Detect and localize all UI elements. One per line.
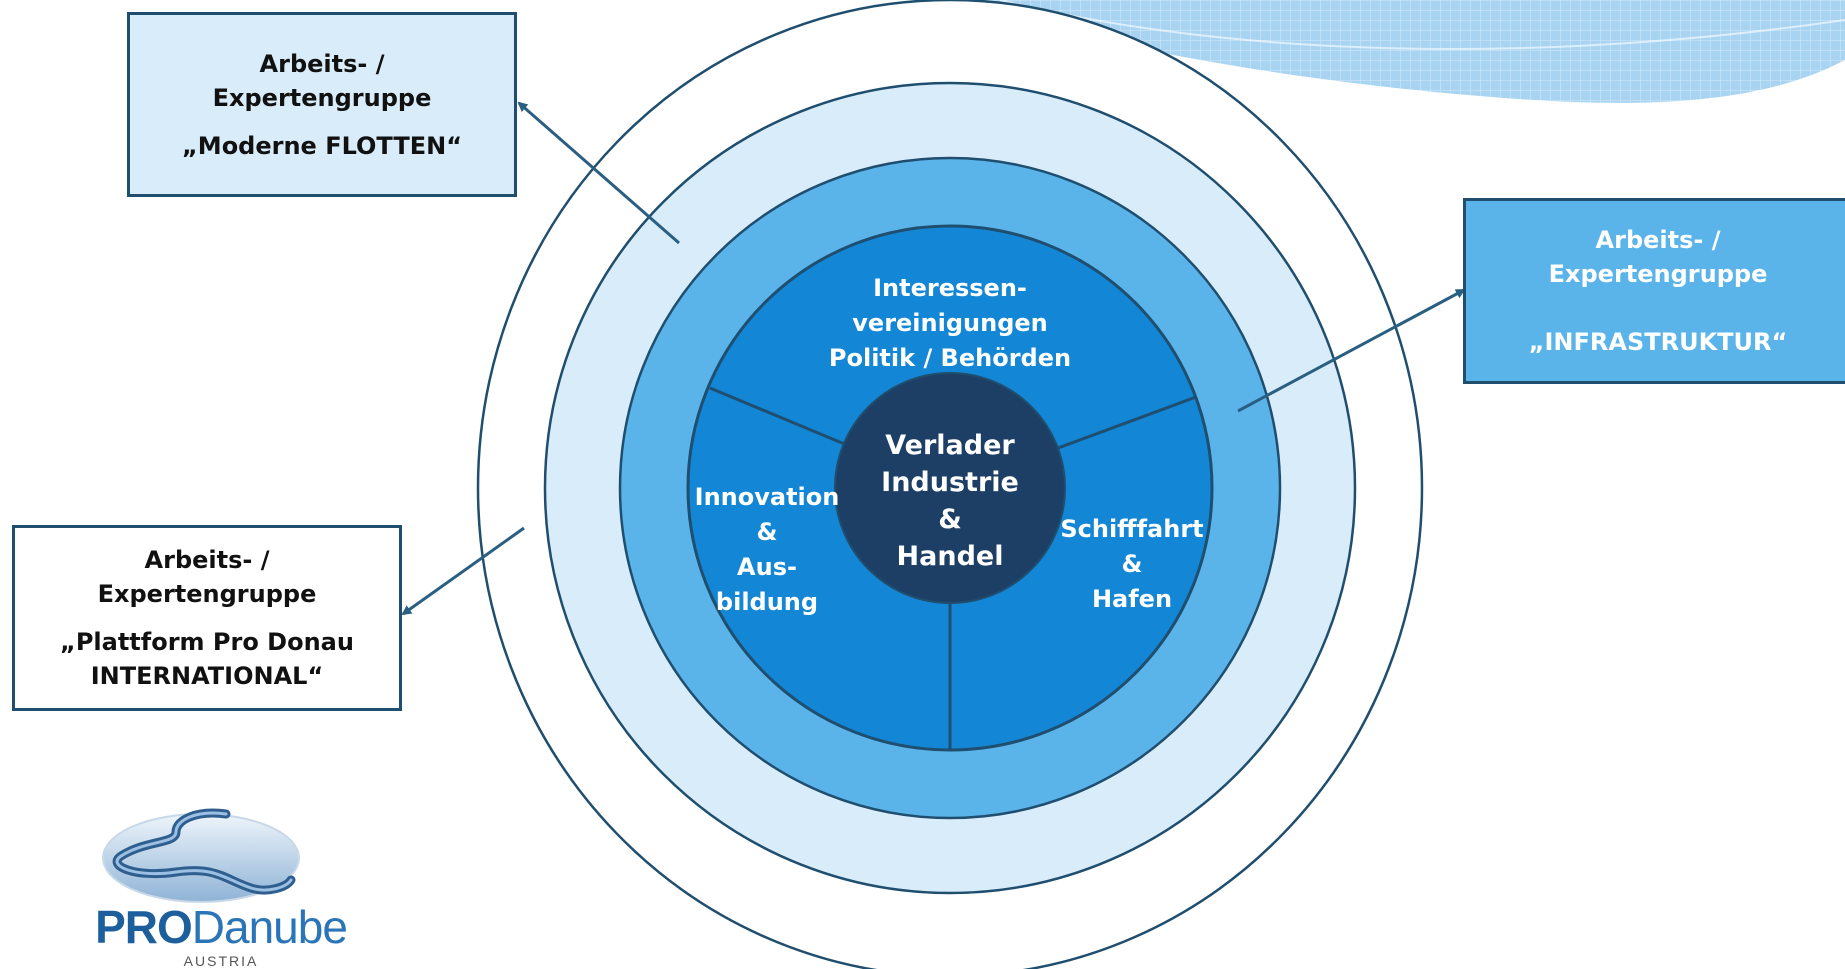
arrow-to-infrastruktur [1237, 288, 1466, 413]
expert-group-box-international: Arbeits- / Expertengruppe „Plattform Pro… [12, 525, 402, 711]
arrow-to-international [401, 526, 525, 616]
box-international-line4: INTERNATIONAL“ [90, 662, 324, 690]
segment-left-line2: & [756, 518, 778, 546]
box-flotten-line1: Arbeits- / [259, 49, 385, 78]
segment-top-line2: vereinigungen [852, 309, 1048, 337]
segment-label-top: Interessen- vereinigungen Politik / Behö… [815, 271, 1085, 376]
arrow-to-flotten [517, 101, 680, 245]
river-emblem-icon [102, 808, 300, 903]
box-flotten-line3: „Moderne FLOTTEN“ [182, 131, 462, 160]
core-line2: Industrie [881, 467, 1019, 498]
core-circle [834, 372, 1066, 604]
segment-left-line4: bildung [715, 588, 819, 616]
box-international-line2: Expertengruppe [97, 580, 317, 608]
core-line4: Handel [896, 541, 1004, 572]
box-infra-line3: „INFRASTRUKTUR“ [1528, 328, 1788, 356]
box-international-line3: „Plattform Pro Donau [60, 628, 354, 656]
segment-label-left: Innovation & Aus- bildung [692, 480, 842, 620]
prodanube-logo: PRODanube AUSTRIA [76, 800, 366, 969]
segment-left-line3: Aus- [737, 553, 797, 581]
segment-right-line2: & [1121, 550, 1143, 578]
box-flotten-line2: Expertengruppe [212, 83, 432, 112]
core-label: Verlader Industrie & Handel [860, 427, 1040, 575]
box-infra-line2: Expertengruppe [1548, 260, 1768, 288]
core-line3: & [938, 504, 962, 535]
logo-word-danube: Danube [191, 901, 348, 953]
box-infra-line1: Arbeits- / [1595, 226, 1721, 254]
logo-wordmark: PRODanube [76, 903, 366, 951]
segment-right-line1: Schifffahrt [1060, 515, 1204, 543]
segment-label-right: Schifffahrt & Hafen [1052, 512, 1212, 617]
expert-group-box-infrastruktur: Arbeits- / Expertengruppe „INFRASTRUKTUR… [1463, 198, 1845, 384]
logo-subtitle: AUSTRIA [183, 953, 259, 969]
decorative-banner [940, 0, 1845, 103]
segment-top-line1: Interessen- [873, 274, 1027, 302]
box-international-line1: Arbeits- / [144, 546, 270, 574]
segment-left-line1: Innovation [694, 483, 840, 511]
logo-word-pro: PRO [95, 901, 193, 953]
core-line1: Verlader [885, 430, 1015, 461]
expert-group-box-flotten: Arbeits- / Expertengruppe „Moderne FLOTT… [127, 12, 517, 197]
segment-top-line3: Politik / Behörden [828, 344, 1072, 372]
segment-right-line3: Hafen [1091, 585, 1173, 613]
